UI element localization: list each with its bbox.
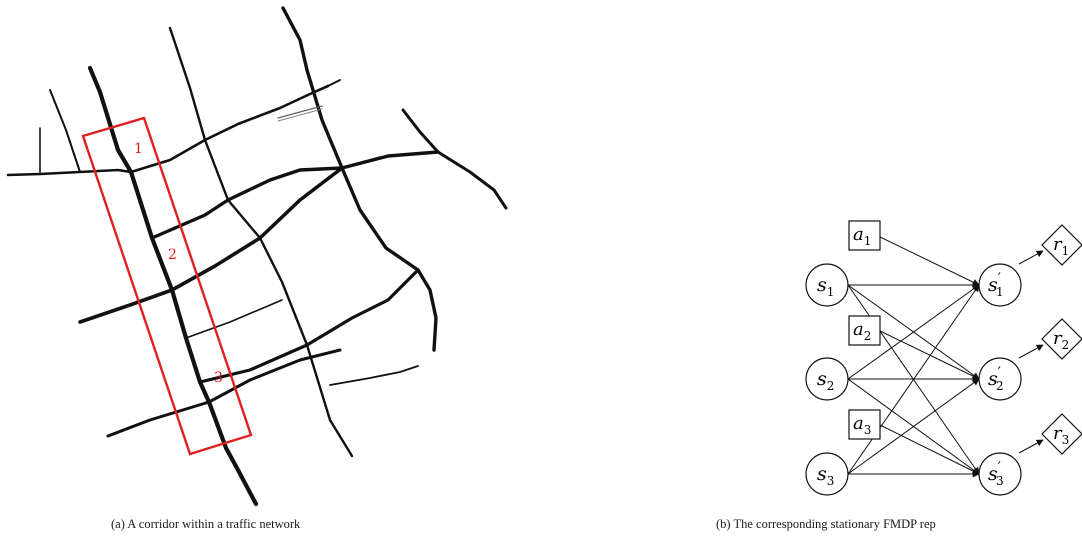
corridor-highlight <box>81 116 253 456</box>
reward-r2-sub: 2 <box>1062 338 1070 352</box>
edge-s3p-r3 <box>1018 439 1044 454</box>
road-spur-4 <box>277 108 323 122</box>
next-state-s2-base: s <box>988 368 998 390</box>
edge-a2-s2p <box>877 329 980 380</box>
segment-label-1: 1 <box>134 141 143 157</box>
svg-text:s3: s3 <box>817 463 834 488</box>
state-s3-sub: 3 <box>827 474 835 488</box>
segment-label-2: 2 <box>168 247 177 263</box>
svg-text:a1: a1 <box>853 224 871 248</box>
reward-node-r1: r1 <box>1041 224 1082 266</box>
svg-text:s′2: s′2 <box>988 365 1004 393</box>
road-h6 <box>106 348 342 438</box>
action-a2-sub: 2 <box>864 329 872 343</box>
next-state-s2-sub: 2 <box>996 379 1004 393</box>
road-v5 <box>416 268 438 352</box>
road-h3 <box>78 166 344 324</box>
next-state-s1-prime: ′ <box>998 271 1001 287</box>
road-v3 <box>281 6 420 272</box>
next-state-s1-base: s <box>988 274 998 296</box>
next-state-node-s1: s′1 <box>978 263 1022 307</box>
next-state-s3-sub: 3 <box>996 474 1004 488</box>
action-a1-base: a <box>853 224 864 245</box>
action-node-a3: a3 <box>848 409 881 440</box>
svg-text:r3: r3 <box>1053 423 1069 447</box>
road-v4 <box>401 108 508 210</box>
svg-text:s′1: s′1 <box>988 271 1004 299</box>
caption-panel-b: (b) The corresponding stationary FMDP re… <box>716 517 936 531</box>
road-network <box>6 6 508 507</box>
next-state-node-s3: s′3 <box>978 452 1022 496</box>
reward-r1-sub: 1 <box>1062 244 1070 258</box>
road-h2 <box>150 150 440 240</box>
action-node-a1: a1 <box>848 220 881 251</box>
next-state-node-s2: s′2 <box>978 357 1022 401</box>
svg-text:s2: s2 <box>817 368 834 393</box>
next-state-s3-prime: ′ <box>998 460 1001 476</box>
action-a3-sub: 3 <box>864 423 872 437</box>
state-node-s3: s3 <box>805 452 849 496</box>
state-s1-base: s <box>817 274 827 296</box>
segment-label-3: 3 <box>214 370 223 386</box>
road-h1 <box>6 84 330 177</box>
state-node-s2: s2 <box>805 357 849 401</box>
action-a1-sub: 1 <box>864 234 872 248</box>
next-state-s1-sub: 1 <box>996 285 1004 299</box>
edge-s2p-r2 <box>1018 344 1044 359</box>
reward-r3-base: r <box>1053 423 1063 444</box>
action-a2-base: a <box>853 319 864 340</box>
reward-r3-sub: 3 <box>1062 433 1070 447</box>
caption-panel-a: (a) A corridor within a traffic network <box>111 517 301 531</box>
edge-s1p-r1 <box>1018 250 1044 265</box>
edge-a1-s1p <box>877 235 980 286</box>
next-state-s2-prime: ′ <box>998 365 1001 381</box>
svg-text:s1: s1 <box>817 274 834 299</box>
next-state-s3-base: s <box>988 463 998 485</box>
edge-s2-s3p <box>847 378 980 475</box>
road-spur-3 <box>277 105 323 119</box>
action-a3-base: a <box>853 413 864 434</box>
road-h1b <box>327 79 341 87</box>
svg-text:a3: a3 <box>853 413 871 437</box>
road-h7 <box>329 365 419 386</box>
state-s2-base: s <box>817 368 827 390</box>
svg-text:r2: r2 <box>1053 328 1069 352</box>
edge-a3-s3p <box>877 423 980 475</box>
road-spur-1 <box>49 89 81 173</box>
reward-node-r3: r3 <box>1041 413 1082 455</box>
svg-text:r1: r1 <box>1053 234 1069 258</box>
road-h5 <box>198 268 420 384</box>
edge-s1-s2p <box>847 284 980 380</box>
reward-r1-base: r <box>1053 234 1063 255</box>
reward-node-r2: r2 <box>1041 318 1082 360</box>
road-h4 <box>185 299 283 339</box>
state-s2-sub: 2 <box>827 379 835 393</box>
state-node-s1: s1 <box>805 263 849 307</box>
svg-text:s′3: s′3 <box>988 460 1004 488</box>
action-node-a2: a2 <box>848 315 881 346</box>
reward-r2-base: r <box>1053 328 1063 349</box>
fmdp-edges <box>847 235 1044 478</box>
state-s3-base: s <box>817 463 827 485</box>
corridor-road <box>87 65 259 507</box>
state-s1-sub: 1 <box>827 285 835 299</box>
svg-text:a2: a2 <box>853 319 871 343</box>
